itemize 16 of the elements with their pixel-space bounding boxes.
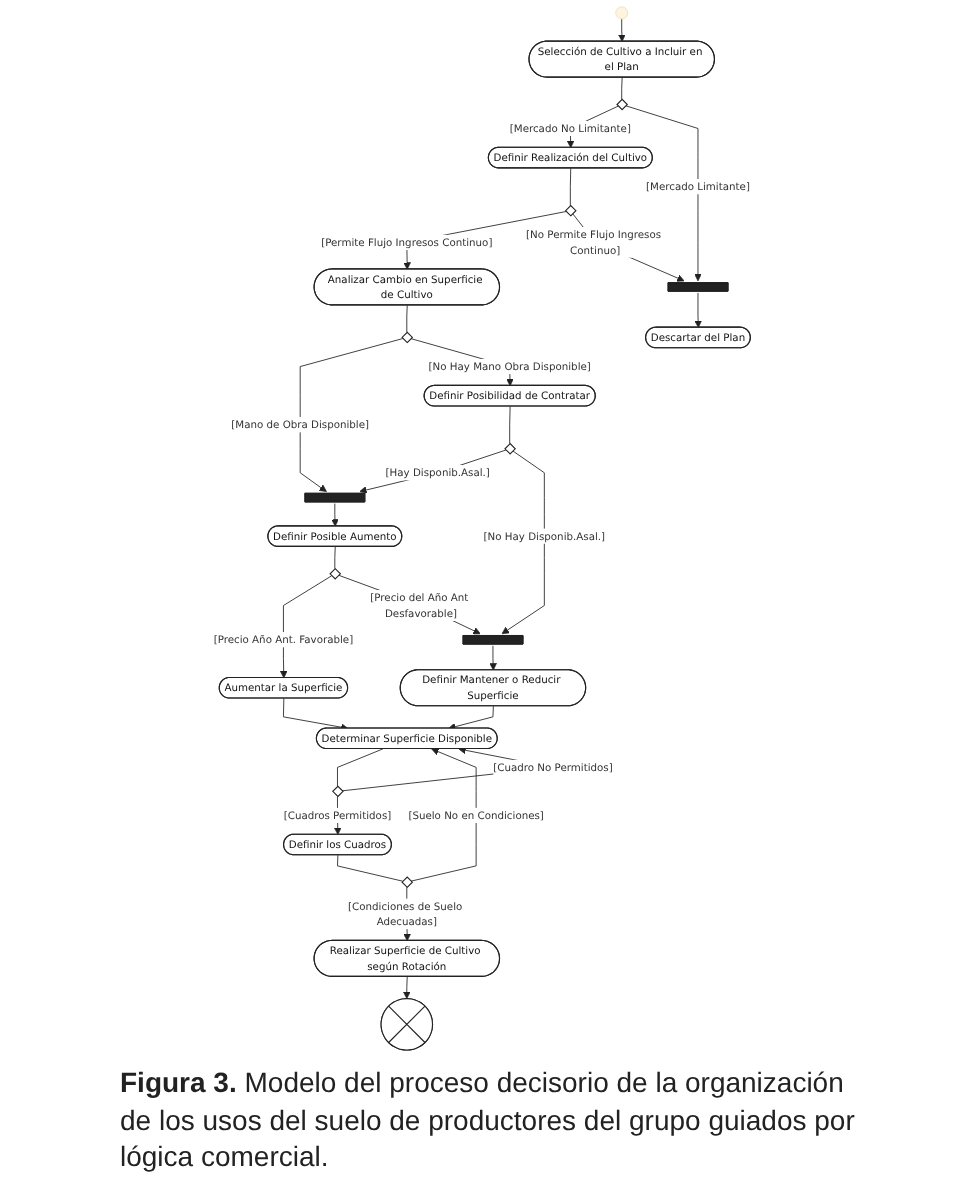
- node-diamond: [504, 442, 517, 455]
- connector: [337, 854, 404, 882]
- node-diamond: [401, 331, 414, 344]
- node-diamond: [564, 204, 577, 217]
- connector: [621, 77, 623, 100]
- node-circle: [615, 6, 629, 20]
- connector: [406, 304, 408, 333]
- figure-caption: Figura 3. Modelo del proceso decisorio de la organización de los usos del suelo de productores del grupo guiados por lógica comercial.: [118, 1064, 857, 1176]
- node-diamond: [616, 98, 629, 111]
- connector: [509, 405, 511, 445]
- node-diamond: [332, 785, 344, 798]
- node-diamond: [401, 876, 414, 889]
- node-diamond: [329, 567, 342, 580]
- connector: [334, 546, 336, 570]
- connector: [569, 167, 572, 206]
- connector: [337, 748, 384, 787]
